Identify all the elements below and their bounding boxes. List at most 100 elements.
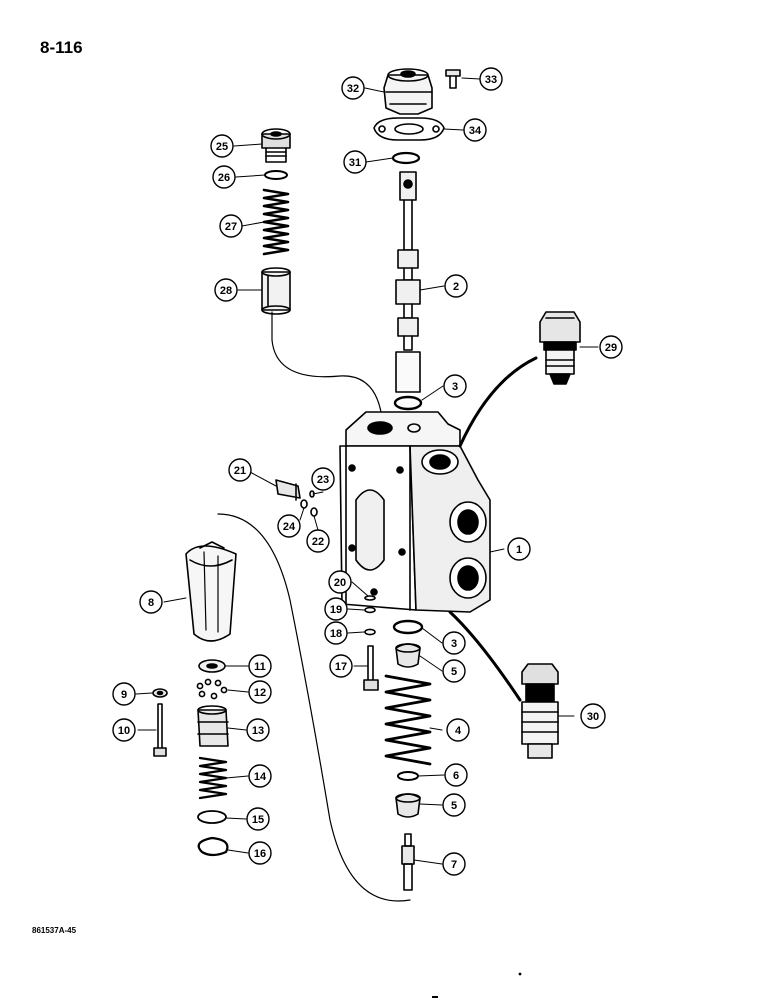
callout-15: 15 xyxy=(246,807,270,831)
svg-text:3: 3 xyxy=(452,381,458,393)
svg-text:29: 29 xyxy=(605,342,617,354)
svg-text:2: 2 xyxy=(453,281,459,293)
callout-11: 11 xyxy=(248,654,272,678)
svg-text:33: 33 xyxy=(485,74,497,86)
callout-28: 28 xyxy=(214,278,238,302)
svg-text:17: 17 xyxy=(335,661,347,673)
svg-text:27: 27 xyxy=(225,221,237,233)
callout-3-upper: 3 xyxy=(443,374,467,398)
part-5-seat-lower xyxy=(395,793,421,818)
part-33-screw xyxy=(445,69,461,89)
svg-text:23: 23 xyxy=(317,474,329,486)
part-34-plate xyxy=(373,117,445,141)
callout-7: 7 xyxy=(442,852,466,876)
svg-text:32: 32 xyxy=(347,83,359,95)
callout-17: 17 xyxy=(329,654,353,678)
print-speck xyxy=(518,972,522,976)
svg-text:20: 20 xyxy=(334,577,346,589)
part-1-valve-body xyxy=(339,411,491,613)
svg-text:25: 25 xyxy=(216,141,228,153)
svg-text:15: 15 xyxy=(252,814,264,826)
part-18-ring xyxy=(364,628,376,636)
callout-8: 8 xyxy=(139,590,163,614)
part-26-oring xyxy=(264,170,288,180)
leader-lines xyxy=(135,77,599,865)
svg-text:5: 5 xyxy=(451,800,457,812)
part-6-washer xyxy=(397,771,419,781)
part-4-spring xyxy=(384,674,432,766)
callout-6: 6 xyxy=(444,763,468,787)
svg-text:24: 24 xyxy=(283,521,296,533)
svg-text:3: 3 xyxy=(451,638,457,650)
callout-14: 14 xyxy=(248,764,272,788)
callout-32: 32 xyxy=(341,76,365,100)
callout-22: 22 xyxy=(306,529,330,553)
svg-text:31: 31 xyxy=(349,157,361,169)
callout-21: 21 xyxy=(228,458,252,482)
callout-5-upper: 5 xyxy=(442,659,466,683)
page-number: 8-116 xyxy=(40,38,83,57)
callout-18: 18 xyxy=(324,621,348,645)
callout-4: 4 xyxy=(446,718,470,742)
part-17-bolt xyxy=(363,645,379,691)
svg-text:28: 28 xyxy=(220,285,232,297)
svg-text:7: 7 xyxy=(451,859,457,871)
svg-text:4: 4 xyxy=(455,725,462,737)
part-9-nut xyxy=(152,688,168,698)
svg-text:10: 10 xyxy=(118,725,130,737)
callout-34: 34 xyxy=(463,118,487,142)
part-12-balls xyxy=(196,678,228,700)
svg-text:11: 11 xyxy=(254,661,266,673)
callout-10: 10 xyxy=(112,718,136,742)
callout-30: 30 xyxy=(580,703,606,729)
svg-text:12: 12 xyxy=(254,687,266,699)
part-21-check xyxy=(275,479,301,501)
part-32-cap xyxy=(383,68,433,115)
callouts: 1 2 3 3 4 5 5 6 7 8 9 10 11 12 13 14 15 … xyxy=(112,67,623,876)
svg-text:22: 22 xyxy=(312,536,324,548)
svg-text:1: 1 xyxy=(516,544,522,556)
callout-3-lower: 3 xyxy=(442,631,466,655)
part-3-oring-lower xyxy=(392,619,424,635)
part-27-spring xyxy=(262,188,290,256)
part-22-ring xyxy=(310,507,318,517)
svg-text:6: 6 xyxy=(453,770,459,782)
part-3-oring-upper xyxy=(393,395,423,411)
svg-text:13: 13 xyxy=(252,725,264,737)
part-24-ring xyxy=(300,499,308,509)
part-19-ring xyxy=(364,606,376,614)
callout-13: 13 xyxy=(246,718,270,742)
callout-5-lower: 5 xyxy=(442,793,466,817)
svg-text:30: 30 xyxy=(587,711,599,723)
part-10-bolt xyxy=(153,703,167,757)
part-14-spring xyxy=(198,756,228,800)
svg-text:34: 34 xyxy=(469,125,482,137)
svg-text:8: 8 xyxy=(148,597,154,609)
callout-20: 20 xyxy=(328,570,352,594)
part-8-sleeve xyxy=(185,541,237,642)
part-5-seat-upper xyxy=(395,643,421,668)
svg-text:21: 21 xyxy=(234,465,246,477)
callout-1: 1 xyxy=(507,537,531,561)
print-speck xyxy=(432,996,438,998)
callout-12: 12 xyxy=(248,680,272,704)
part-16-snapring xyxy=(197,836,229,857)
callout-2: 2 xyxy=(444,274,468,298)
callout-33: 33 xyxy=(479,67,503,91)
svg-text:5: 5 xyxy=(451,666,457,678)
callout-9: 9 xyxy=(112,682,136,706)
callout-25: 25 xyxy=(210,134,234,158)
part-2-spool xyxy=(395,171,421,393)
part-7-bolt xyxy=(401,833,415,891)
callout-24: 24 xyxy=(277,514,301,538)
callout-29: 29 xyxy=(599,335,623,359)
part-11-washer xyxy=(198,659,226,673)
part-28-sleeve xyxy=(261,267,291,315)
svg-text:19: 19 xyxy=(330,604,342,616)
callout-31: 31 xyxy=(343,150,367,174)
callout-26: 26 xyxy=(212,165,236,189)
figure-code: 861537A-45 xyxy=(32,926,77,935)
svg-text:18: 18 xyxy=(330,628,342,640)
part-20-ring xyxy=(364,595,376,601)
